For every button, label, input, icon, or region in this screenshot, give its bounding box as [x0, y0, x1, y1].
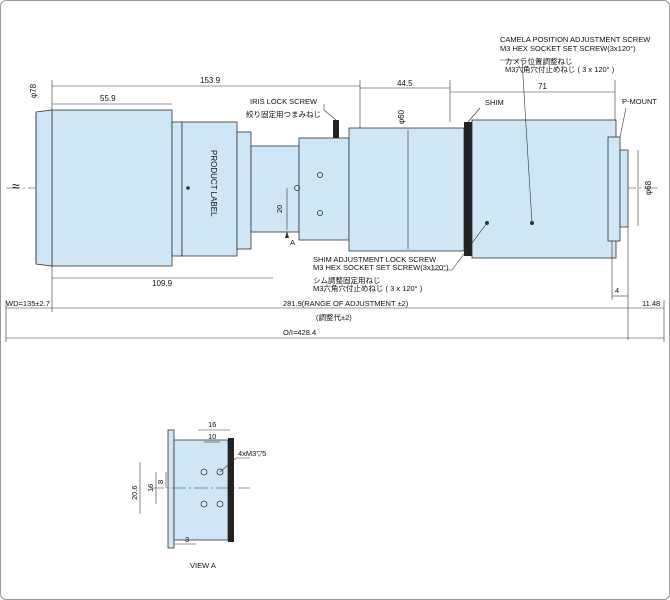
p-mount-flange: [607, 136, 621, 242]
dim-range: 281.9(RANGE OF ADJUSTMENT ±2): [283, 299, 409, 308]
dim-d68: φ68: [644, 180, 653, 195]
dim-wd: WD=135±2.7: [6, 299, 50, 308]
dim-71: 71: [538, 82, 547, 91]
dim-109: 109.9: [152, 279, 173, 288]
view-a-hole: [216, 468, 224, 476]
camera-label-jp2: M3六角穴付止めねじ ( 3 x 120° ): [505, 64, 615, 74]
view-a-hole: [200, 500, 208, 508]
iris-label: IRIS LOCK SCREW: [250, 97, 318, 106]
dim-range-jp: (調整代±2): [316, 312, 352, 322]
mid-barrel: [181, 121, 238, 257]
iris-ring: [298, 137, 350, 241]
view-a-3: 3: [185, 535, 189, 544]
pmount-leader: [619, 107, 627, 138]
iris-section: [250, 145, 300, 233]
dim-d60: φ60: [397, 109, 406, 124]
view-a-marker: A: [290, 238, 295, 247]
step-ring-1: [171, 121, 183, 257]
shim-adj-label-jp1: シム調整固定用ねじ: [313, 275, 381, 285]
view-a-plate: [173, 439, 229, 541]
screw-hole: [294, 185, 300, 191]
iris-leader: [323, 104, 337, 121]
shim-adj-label-2: M3 HEX SOCKET SET SCREW(3x120°): [313, 263, 449, 272]
view-a-body: [167, 429, 175, 549]
shim-band: [464, 122, 472, 256]
lens-body: [35, 109, 629, 267]
view-a-screw-leader: [219, 457, 250, 473]
shim-leader: [467, 107, 481, 123]
camera-label-2: M3 HEX SOCKET SET SCREW(3x120°): [500, 44, 636, 53]
camera-label-jp1: カメラ位置調整ねじ: [505, 56, 573, 66]
shim-adj-label-1: SHIM ADJUSTMENT LOCK SCREW: [313, 255, 437, 264]
view-a-arrow: [285, 231, 289, 238]
iris-lock-screw: [333, 120, 339, 138]
view-a-detail: 16 10 4xM3▽5 20.6 16 8 3 VIEW A: [130, 420, 266, 570]
view-a-16: 16: [208, 420, 216, 429]
view-a-16v: 16: [146, 484, 155, 492]
dim-153: 153.9: [200, 76, 221, 85]
shim-adj-label-jp2: M3六角穴付止めねじ ( 3 x 120° ): [313, 283, 423, 293]
dim-d78: φ78: [29, 83, 38, 98]
iris-label-jp: 絞り固定用つまみねじ: [246, 109, 321, 119]
dim-55: 55.9: [100, 94, 116, 103]
view-a-screw: 4xM3▽5: [238, 449, 266, 458]
shim-label: SHIM: [485, 98, 504, 107]
rear-barrel: [348, 127, 465, 252]
view-a-hole: [216, 500, 224, 508]
view-a-8: 8: [156, 480, 165, 484]
dim-oi: O/I=428.4: [283, 328, 316, 337]
view-a-flange: [228, 438, 234, 542]
view-a-206: 20.6: [130, 485, 139, 500]
view-a-hole: [200, 468, 208, 476]
view-a-10: 10: [208, 432, 216, 441]
view-a-title: VIEW A: [190, 561, 216, 570]
product-label: PRODUCT LABEL: [209, 150, 218, 217]
front-lip: [35, 109, 53, 267]
camera-mount-barrel: [471, 119, 617, 259]
screw-hole: [316, 209, 323, 216]
front-barrel: [51, 109, 173, 267]
camera-leader: [500, 59, 533, 224]
p-mount-tail: [619, 149, 629, 228]
shim-adj-leader: [430, 222, 488, 271]
dim-44: 44.5: [397, 79, 413, 88]
camera-label-1: CAMELA POSITION ADJUSTMENT SCREW: [500, 35, 651, 44]
dim-20: 20: [275, 205, 284, 213]
break-mark: ≈: [12, 178, 20, 194]
dim-1148: 11.48: [642, 299, 660, 308]
pmount-label: P-MOUNT: [622, 97, 657, 106]
screw-hole: [316, 171, 323, 178]
step-ring-2: [236, 131, 252, 250]
dim-4: 4: [615, 286, 619, 295]
label-dot: [186, 186, 190, 190]
